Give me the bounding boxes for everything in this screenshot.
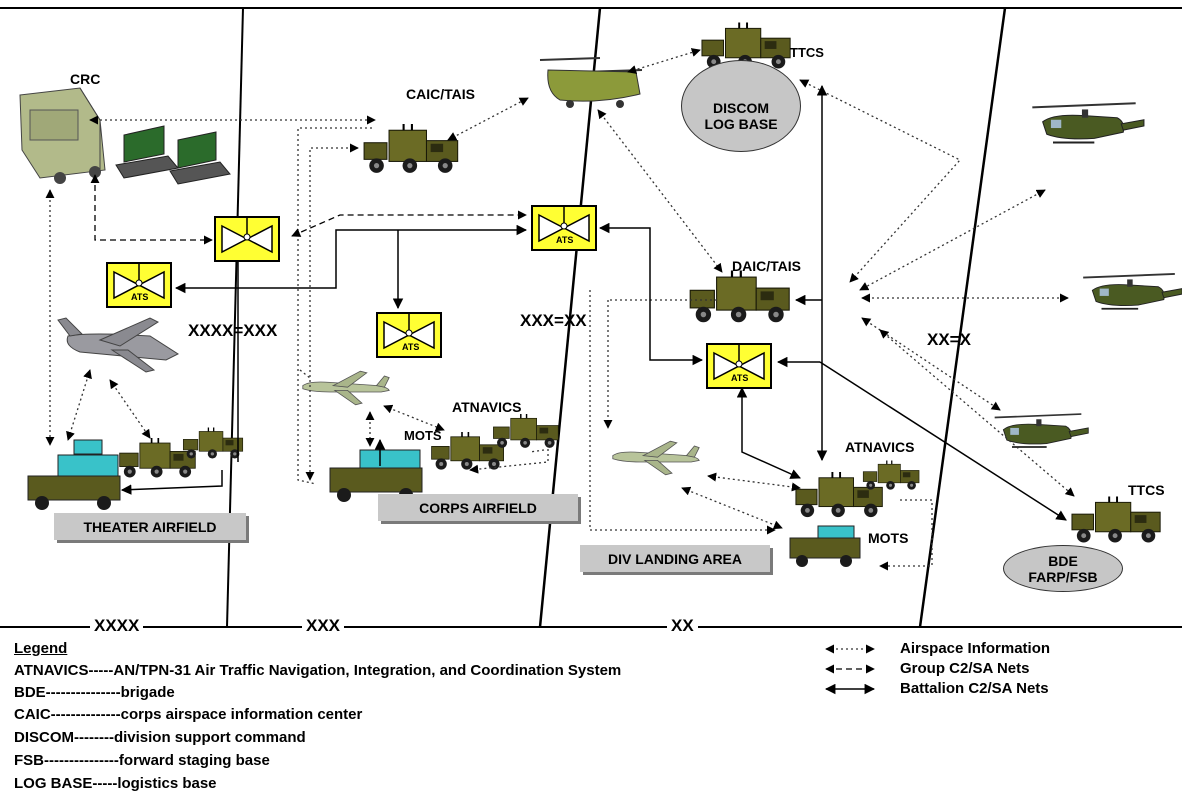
corps-atnavics-truck-icon [492, 413, 560, 449]
corps-airfield-plate: CORPS AIRFIELD [378, 494, 578, 521]
boundary-label-corps-div: XXX=XX [520, 311, 587, 330]
crc-label: CRC [70, 71, 101, 87]
apache-helicopter-icon [1082, 272, 1182, 310]
boundary-label-div-bde: XX=X [927, 330, 971, 349]
blackhawk-helicopter-icon-bde [993, 413, 1090, 449]
fixed-wing-aircraft-icon-div [612, 440, 700, 476]
group-c2-sa-links [90, 174, 527, 245]
legend-entry-log-base: LOG BASE-----logistics base [14, 775, 217, 792]
legend-entry-bde: BDE---------------brigade [14, 684, 175, 701]
zone-label-xx: XX [667, 616, 698, 636]
zone-label-xxx: XXX [302, 616, 345, 636]
ttcs-top-label: TTCS [790, 45, 824, 60]
caic-tais-truck-icon [362, 122, 459, 175]
corps-airfield-label: CORPS AIRFIELD [419, 499, 537, 516]
theater-atnavics-truck-icon [182, 426, 244, 460]
zone-label-xxxx: XXXX [90, 616, 144, 636]
line-key-group-c2-sa: Group C2/SA Nets [900, 660, 1030, 677]
fixed-wing-aircraft-icon-corps [302, 370, 390, 406]
mots-div-label: MOTS [868, 530, 909, 546]
ats-label-theater: ATS [131, 292, 149, 302]
ats-label-corps-div: ATS [556, 235, 574, 245]
div-atnavics-truck-icon [862, 459, 920, 491]
chinook-helicopter-icon [539, 57, 643, 108]
ats-label-div: ATS [731, 373, 749, 383]
discom-oval-line2: LOG BASE [704, 116, 778, 132]
mots-corps-label: MOTS [404, 428, 442, 443]
ttcs-bde-label: TTCS [1128, 482, 1165, 498]
div-landing-area-label: DIV LANDING AREA [607, 550, 743, 567]
c130-aircraft-icon [57, 317, 180, 373]
legend-entry-fsb: FSB---------------forward staging base [14, 752, 270, 769]
ats-node-theater-corps [214, 216, 280, 262]
div-landing-area-plate: DIV LANDING AREA [580, 545, 770, 572]
boundary-label-theater-corps: XXXX=XXX [188, 321, 278, 340]
bde-oval-line2: FARP/FSB [1028, 568, 1098, 585]
bde-farp-oval: BDE FARP/FSB [1003, 545, 1123, 592]
theater-airfield-plate: THEATER AIRFIELD [54, 513, 246, 540]
legend-entry-atnavics: ATNAVICS-----AN/TPN-31 Air Traffic Navig… [14, 662, 622, 679]
theater-tower-truck-icon [27, 439, 121, 510]
div-tower-truck-icon [789, 525, 861, 567]
ttcs-truck-icon-bde [1070, 495, 1162, 544]
daic-tais-truck-icon [689, 270, 791, 324]
daic-tais-label: DAIC/TAIS [732, 258, 801, 274]
airspace-information-links [45, 48, 1075, 571]
blackhawk-helicopter-icon-top [1031, 102, 1146, 144]
line-key-airspace-information: Airspace Information [900, 640, 1051, 657]
theater-airfield-label: THEATER AIRFIELD [83, 518, 217, 535]
ats-label-corps: ATS [402, 342, 420, 352]
legend-entry-caic: CAIC--------------corps airspace informa… [14, 706, 363, 723]
laptop-icon-2 [169, 131, 231, 185]
legend-title: Legend [14, 640, 68, 657]
atnavics-div-label: ATNAVICS [845, 439, 915, 455]
discom-log-base-oval: DISCOM LOG BASE [681, 60, 801, 152]
legend-entry-discom: DISCOM--------division support command [14, 729, 306, 746]
discom-oval-line1: DISCOM [713, 100, 769, 116]
caic-tais-label: CAIC/TAIS [406, 86, 475, 102]
bde-oval-line1: BDE [1048, 552, 1078, 569]
crc-shelter-icon [19, 87, 106, 184]
line-key-battalion-c2-sa: Battalion C2/SA Nets [900, 680, 1049, 697]
corps-radar-truck-icon [430, 431, 505, 471]
atnavics-corps-label: ATNAVICS [452, 399, 522, 415]
battalion-c2-sa-links [120, 84, 1067, 521]
laptop-icon-1 [115, 125, 179, 179]
